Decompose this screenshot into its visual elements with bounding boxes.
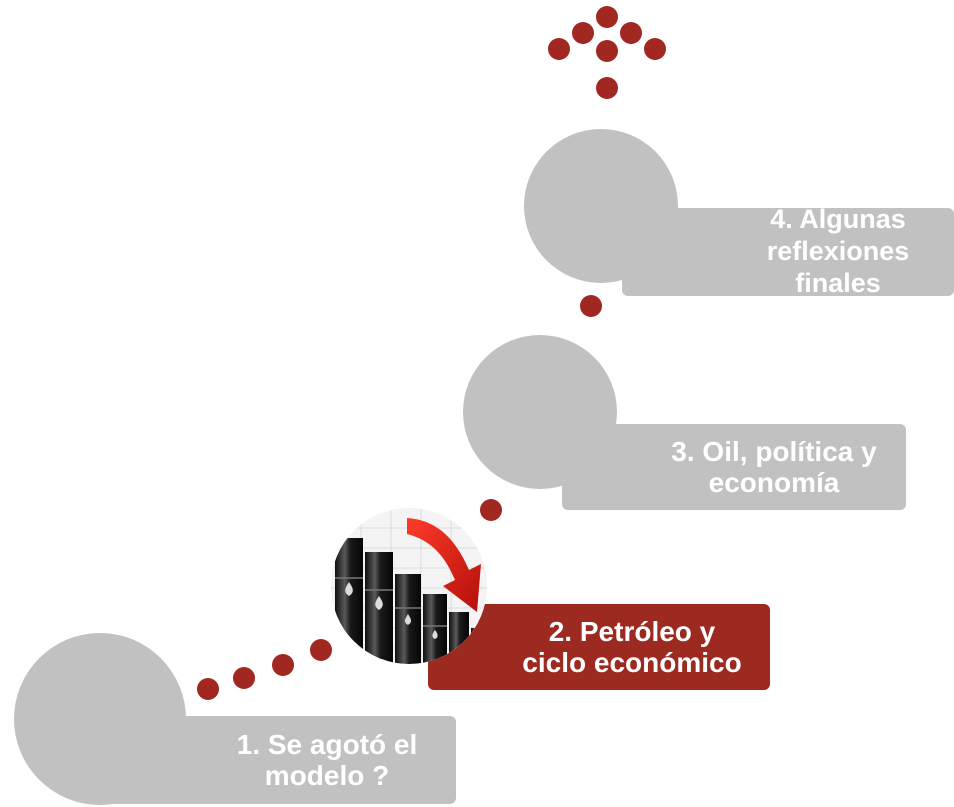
connector-dot bbox=[272, 654, 294, 676]
arrow-dot bbox=[572, 22, 594, 44]
connector-dot bbox=[310, 639, 332, 661]
step-1-line-1: 1. Se agotó el bbox=[236, 728, 418, 760]
connector-dot bbox=[197, 678, 219, 700]
connector-dot bbox=[480, 499, 502, 521]
step-3-label-box: 3. Oil, política y economía bbox=[562, 424, 906, 510]
step-2-line-1: 2. Petróleo y bbox=[548, 615, 716, 647]
arrow-dot bbox=[644, 38, 666, 60]
connector-dot bbox=[233, 667, 255, 689]
oil-barrels-falling-arrow-icon bbox=[331, 508, 487, 664]
step-4-line-1: 4. Algunas bbox=[770, 204, 906, 235]
arrow-dot bbox=[596, 40, 618, 62]
arrow-dot bbox=[548, 38, 570, 60]
step-4-line-2: reflexiones bbox=[766, 236, 910, 267]
arrow-dot bbox=[620, 22, 642, 44]
step-3-circle bbox=[463, 335, 617, 489]
step-1-circle bbox=[14, 633, 186, 805]
step-1-line-2: modelo ? bbox=[264, 760, 390, 791]
step-3-line-1: 3. Oil, política y bbox=[671, 435, 877, 467]
step-4-circle bbox=[524, 129, 678, 283]
connector-dot bbox=[580, 295, 602, 317]
step-2-line-2: ciclo económico bbox=[522, 647, 742, 678]
step-4-line-3: finales bbox=[795, 267, 881, 298]
step-4-label-box: 4. Algunas reflexiones finales bbox=[622, 204, 954, 298]
arrow-dot bbox=[596, 77, 618, 99]
arrow-dot bbox=[596, 6, 618, 28]
step-3-line-2: economía bbox=[708, 467, 840, 498]
step-2-label-box: 2. Petróleo y ciclo económico bbox=[428, 604, 770, 690]
